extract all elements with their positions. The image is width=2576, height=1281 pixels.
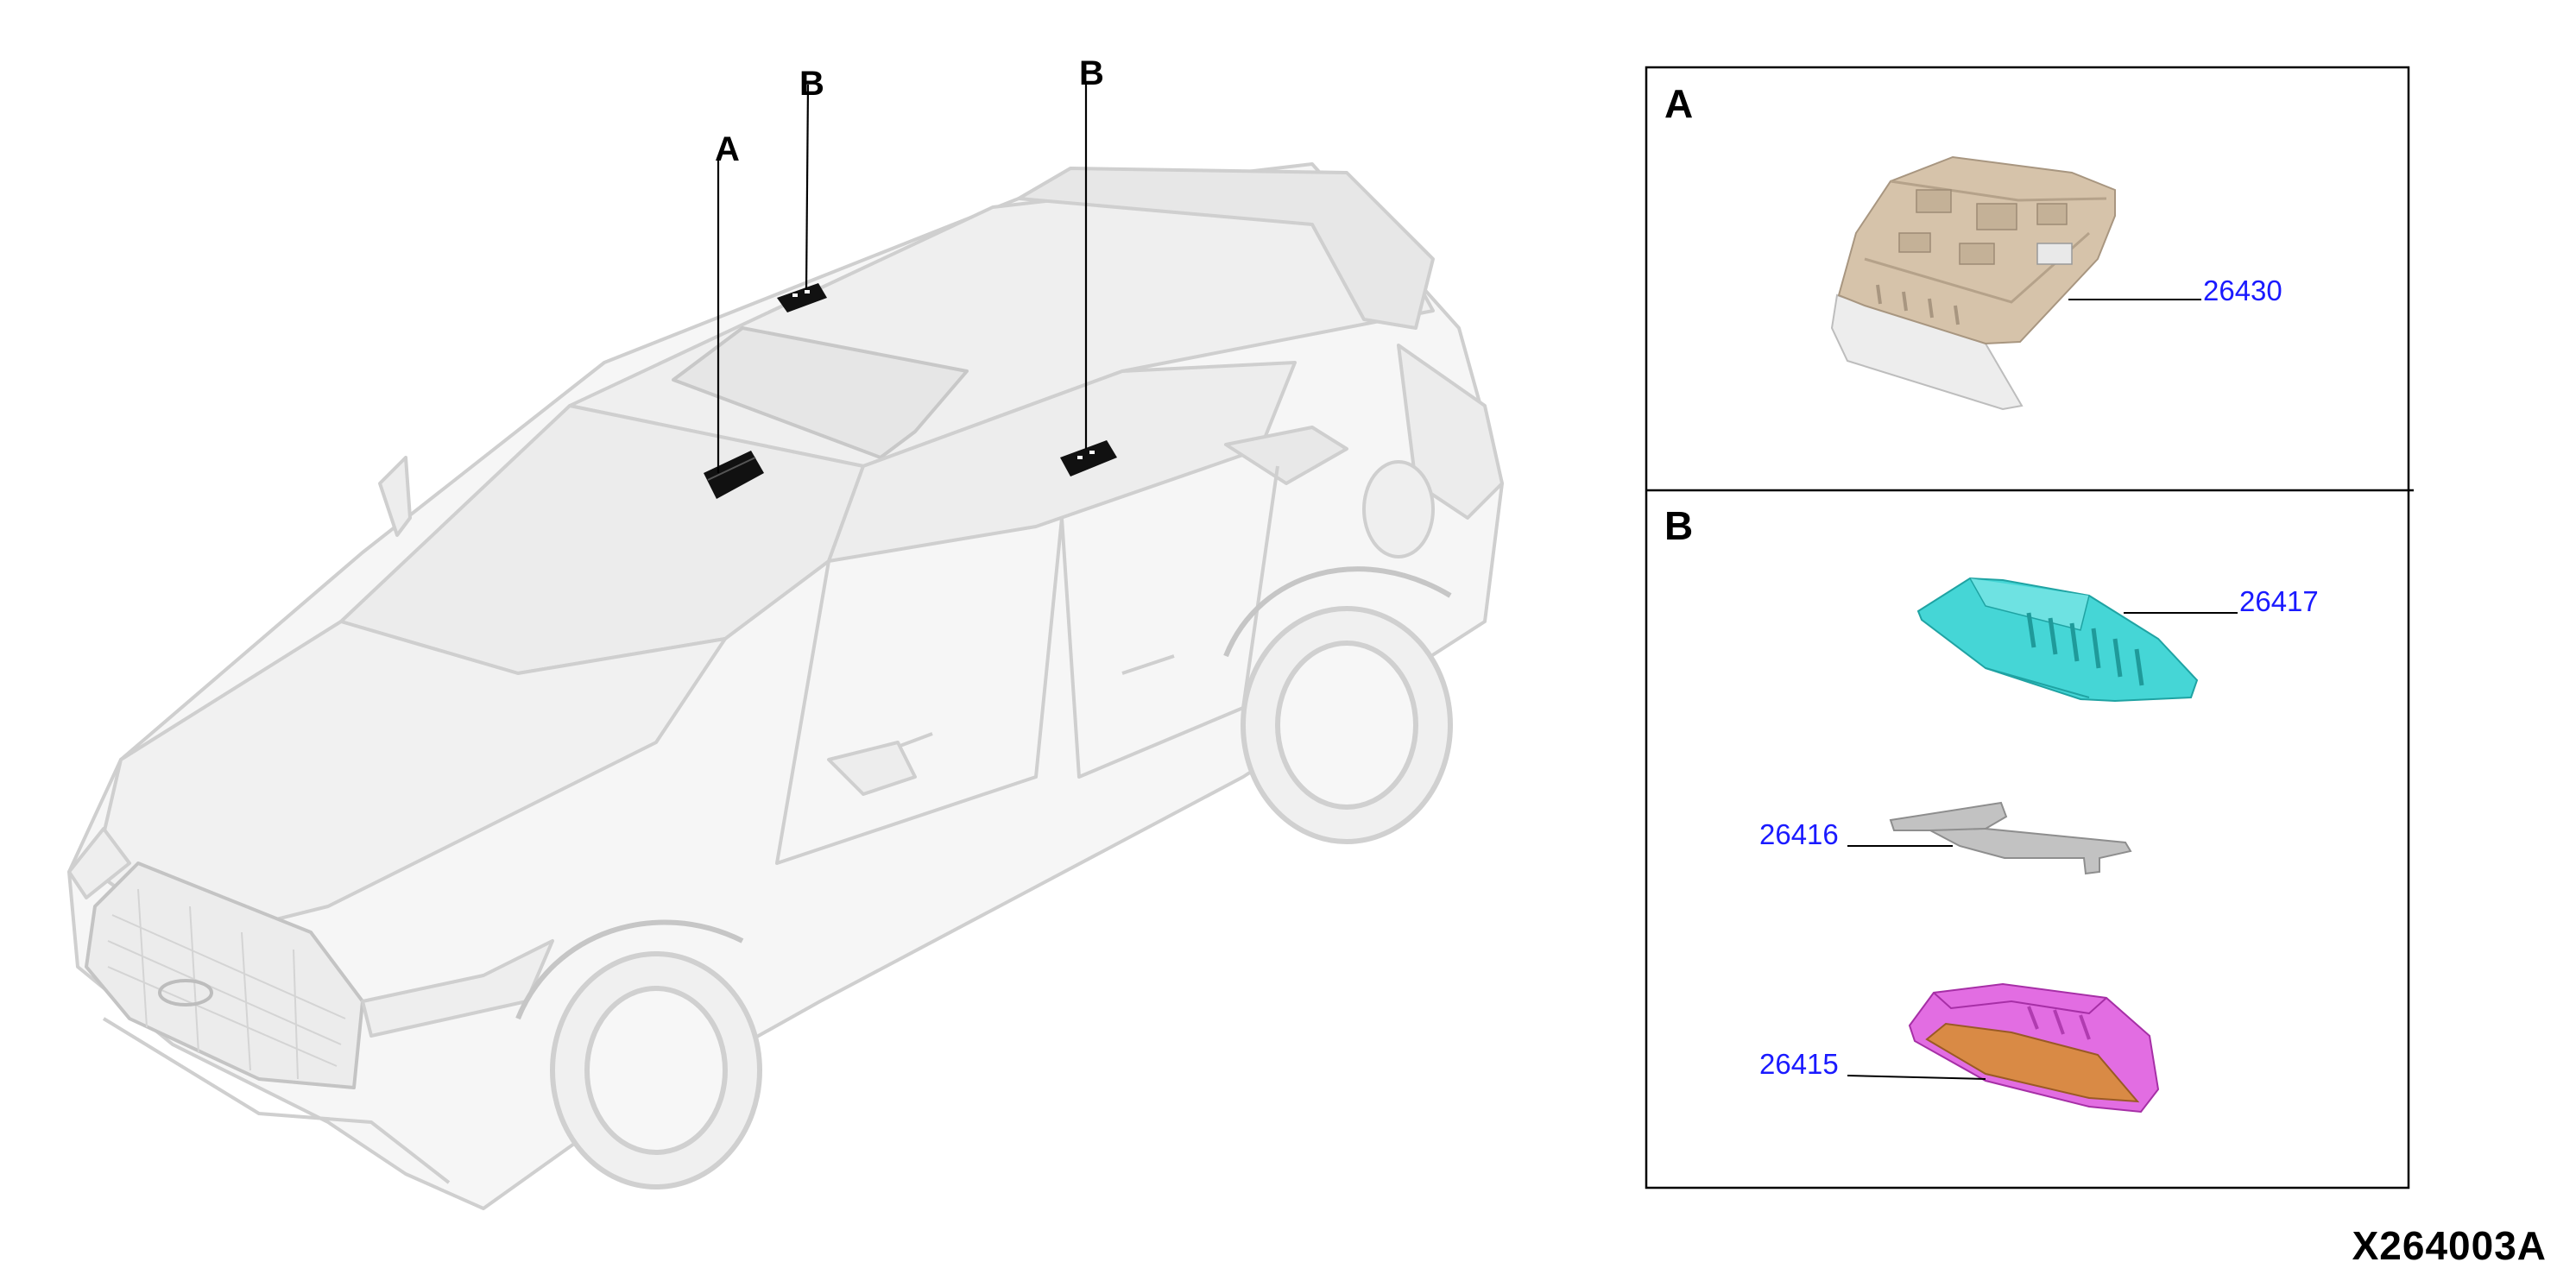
part-number-26430: 26430: [2203, 274, 2282, 306]
part-number-26417: 26417: [2239, 585, 2319, 617]
callout-b-rear: B: [1079, 54, 1104, 92]
lamp-housing-icon: [1916, 577, 2199, 703]
room-lamp-icon: [1908, 982, 2160, 1114]
mounting-bracket-icon: [1889, 801, 2132, 875]
roof-lamp-location-b-front: [777, 283, 827, 312]
vehicle-illustration: [67, 162, 1504, 1210]
roof-lamp-location-b-rear: [1060, 440, 1117, 476]
roof-lamp-location-a: [704, 451, 764, 499]
detail-panel-frame: [1645, 66, 2410, 1190]
part-number-26416: 26416: [1759, 818, 1839, 850]
diagram-code: X264003A: [2352, 1223, 2547, 1268]
leader-26415: [1847, 1075, 1986, 1080]
panel-b-title: B: [1664, 503, 1693, 548]
callout-a: A: [715, 130, 740, 168]
part-number-26415: 26415: [1759, 1048, 1839, 1080]
panel-a-title: A: [1664, 81, 1693, 126]
overhead-console-lamp-icon: [1830, 155, 2116, 411]
callout-b-front: B: [799, 65, 824, 103]
leader-line-b-front: [805, 84, 810, 290]
